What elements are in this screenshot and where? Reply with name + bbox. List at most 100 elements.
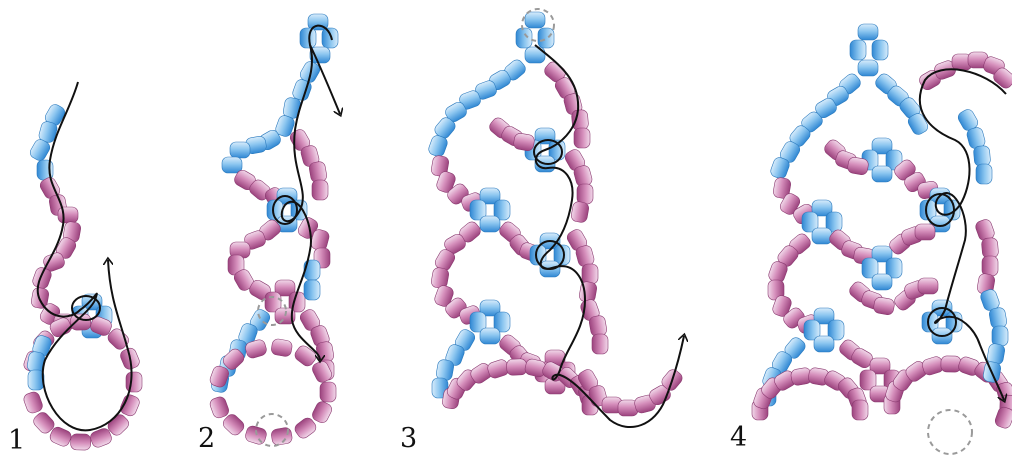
blue-bead (524, 46, 546, 64)
blue-bead (479, 187, 501, 205)
pink-bead (271, 338, 293, 357)
blue-bead (445, 101, 467, 123)
pink-bead (994, 406, 1012, 429)
blue-bead (515, 27, 533, 49)
thread-loop-step-2 (272, 195, 298, 225)
step-label-1: 1 (8, 425, 25, 456)
blue-bead (479, 327, 501, 345)
blue-bead (493, 199, 511, 221)
pink-bead (311, 179, 329, 201)
pink-bead (431, 155, 449, 177)
pink-bead (506, 358, 528, 376)
pink-bead (294, 417, 317, 439)
blue-bead (871, 39, 889, 61)
pink-bead (581, 263, 599, 285)
pink-bead (434, 285, 454, 307)
pink-bead (571, 201, 589, 223)
dashed-markers-layer (255, 8, 973, 455)
pink-bead (851, 399, 869, 421)
blue-bead (479, 215, 501, 233)
pink-bead (33, 412, 55, 434)
blue-bead (27, 369, 45, 391)
pink-bead (222, 348, 245, 370)
pink-bead (940, 355, 962, 373)
pink-bead (209, 396, 229, 419)
blue-bead (871, 165, 893, 183)
beads-layer (23, 11, 1012, 451)
thread-loop-step-1 (71, 295, 101, 321)
blue-bead (857, 23, 879, 41)
blue-bead (885, 257, 903, 279)
pink-bead (209, 365, 229, 388)
thread-step-1 (36, 81, 133, 432)
step-label-3: 3 (400, 423, 417, 454)
pink-bead (271, 427, 293, 446)
pink-bead (294, 345, 317, 367)
thread-loop-step-4-a (925, 193, 955, 227)
pink-bead (431, 267, 449, 289)
pink-bead (981, 255, 999, 277)
pink-bead (233, 269, 255, 291)
pink-bead (981, 237, 999, 259)
blue-bead (469, 199, 487, 221)
dashed-marker-step-2-center (257, 296, 287, 326)
blue-bead (493, 311, 511, 333)
blue-bead (849, 39, 867, 61)
thread-step-2-upper (309, 44, 340, 114)
pink-bead (591, 333, 609, 355)
pink-bead (859, 369, 877, 391)
blue-bead (803, 319, 821, 341)
pink-bead (513, 133, 535, 151)
blue-bead (299, 27, 317, 49)
pink-bead (573, 127, 591, 149)
pink-bead (222, 414, 245, 436)
pink-bead (914, 223, 936, 241)
step-label-4: 4 (730, 422, 747, 453)
step-label-2: 2 (198, 423, 215, 454)
blue-bead (801, 211, 819, 233)
blue-bead (871, 137, 893, 155)
pink-bead (264, 291, 282, 313)
blue-bead (469, 311, 487, 333)
pink-bead (571, 109, 589, 131)
pink-bead (274, 279, 296, 297)
pink-bead (70, 313, 92, 331)
blue-bead (871, 273, 893, 291)
pink-bead (917, 277, 939, 295)
thread-step-4-main (918, 68, 1006, 400)
pink-bead (436, 171, 456, 193)
blue-bead (827, 319, 845, 341)
dashed-marker-step-3-top (521, 8, 555, 42)
pink-bead (70, 433, 92, 451)
dashed-marker-step-4-bottom (927, 409, 973, 455)
blue-bead (973, 145, 991, 167)
thread-step-2-lower (280, 24, 333, 360)
pink-bead (125, 371, 143, 393)
blue-bead (537, 27, 555, 49)
thread-loop-step-4-b (927, 307, 957, 337)
blue-bead (770, 157, 790, 179)
dashed-marker-step-2-bottom (255, 413, 289, 447)
blue-bead (857, 59, 879, 77)
pink-bead (873, 297, 895, 315)
blue-bead (309, 46, 331, 64)
blue-bead (813, 335, 835, 353)
blue-bead (811, 227, 833, 245)
blue-bead (553, 244, 571, 266)
blue-bead (524, 11, 546, 29)
pink-bead (245, 425, 267, 445)
blue-bead (303, 279, 321, 301)
pink-bead (90, 316, 112, 336)
blue-bead (871, 245, 893, 263)
blue-bead (81, 293, 103, 311)
blue-bead (885, 149, 903, 171)
pink-bead (773, 177, 791, 199)
pink-bead (90, 428, 112, 448)
blue-bead (991, 325, 1009, 347)
blue-bead (275, 115, 295, 137)
pink-bead (120, 394, 140, 417)
pink-bead (245, 339, 267, 359)
pink-bead (49, 426, 72, 447)
blue-bead (907, 113, 929, 135)
